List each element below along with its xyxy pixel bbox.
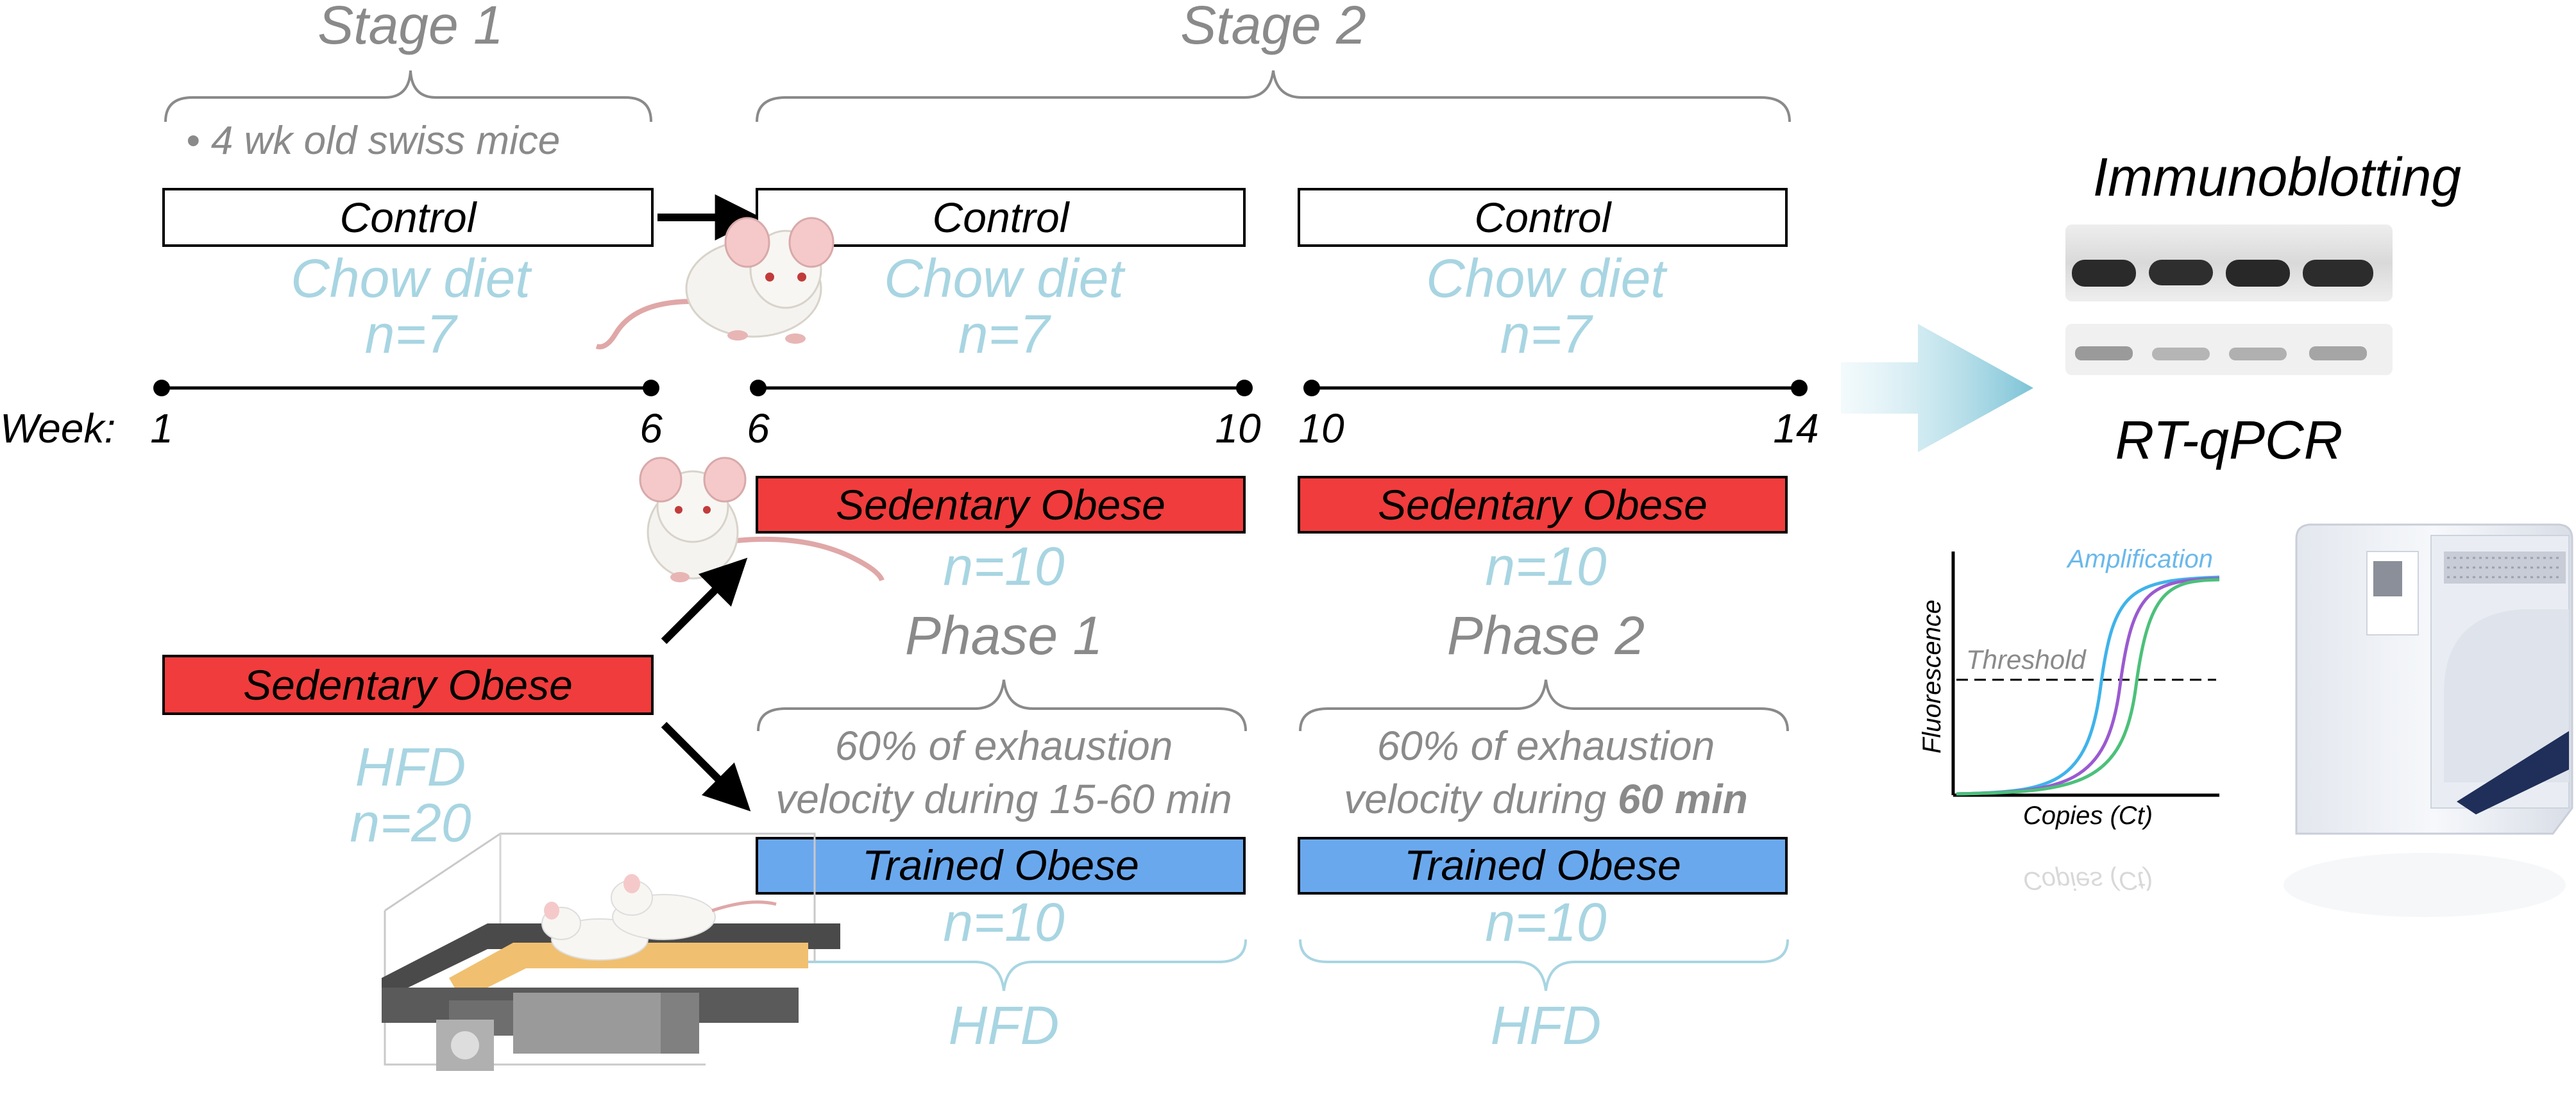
sedentary-label-phase1: Sedentary Obese (836, 481, 1165, 528)
trained-label-phase1: Trained Obese (862, 841, 1139, 889)
arrow-to-sedentary (661, 557, 748, 644)
rtqpcr-title: RT-qPCR (2115, 410, 2343, 470)
threshold-label: Threshold (1966, 644, 2087, 675)
week-tick: 10 (1298, 405, 1344, 451)
timeline-dot (1791, 380, 1808, 396)
n10-sedentary-phase2: n=10 (1485, 536, 1606, 596)
sedentary-box-stage1 (162, 655, 654, 715)
phase1-title: Phase 1 (905, 605, 1103, 666)
phase2-brace (1299, 679, 1789, 732)
week-tick: 1 (150, 405, 173, 451)
timeline-dot (1303, 380, 1320, 396)
hfd-label-phase1: HFD (949, 995, 1060, 1056)
n10-sedentary-phase1: n=10 (943, 536, 1064, 596)
copies-axis-label-reflection: Copies (Ct) (2023, 866, 2153, 895)
hfd-brace-phase2 (1299, 939, 1789, 991)
stage2-title: Stage 2 (1180, 0, 1366, 55)
control-box-phase2 (1298, 188, 1788, 247)
pcr-machine-image (2284, 523, 2573, 917)
stage1-note: • 4 wk old swiss mice (186, 119, 560, 163)
n7-label-phase1: n=7 (958, 304, 1052, 364)
n7-label-stage1: n=7 (365, 304, 459, 364)
control-label-phase1: Control (933, 194, 1071, 241)
control-box-phase1 (756, 188, 1246, 247)
mouse-illustration-sedentary (639, 457, 885, 582)
sedentary-box-phase1 (756, 476, 1246, 534)
timeline-dot (643, 380, 659, 396)
phase1-desc-line2: velocity during 15-60 min (775, 776, 1232, 822)
week-tick: 10 (1215, 405, 1261, 451)
sedentary-box-phase2 (1298, 476, 1788, 534)
n7-label-phase2: n=7 (1500, 304, 1594, 364)
trained-label-phase2: Trained Obese (1404, 841, 1681, 889)
n20-label-stage1: n=20 (350, 793, 471, 853)
timeline-dot (153, 380, 170, 396)
hfd-label-stage1: HFD (355, 737, 466, 797)
trained-box-phase2 (1298, 837, 1788, 895)
copies-axis-label: Copies (Ct) (2023, 802, 2153, 830)
western-blot-image (2065, 224, 2393, 375)
trained-box-phase1 (756, 837, 1246, 895)
mouse-illustration-control (595, 217, 835, 349)
phase1-desc-line1: 60% of exhaustion (835, 723, 1173, 769)
chow-label-stage1: Chow diet (291, 248, 532, 308)
sedentary-label-stage1: Sedentary Obese (243, 661, 573, 709)
treadmill-illustration (382, 832, 840, 1071)
hfd-label-phase2: HFD (1491, 995, 1602, 1056)
week-tick: 6 (747, 405, 770, 451)
n10-trained-phase2: n=10 (1485, 892, 1606, 952)
chow-label-phase2: Chow diet (1426, 248, 1668, 308)
result-arrow (1841, 324, 2033, 452)
control-label-phase2: Control (1475, 194, 1613, 241)
amplification-plot: Amplification Threshold Fluorescence Cop… (1918, 545, 2220, 895)
phase1-brace (757, 679, 1247, 732)
amplification-label: Amplification (2066, 545, 2213, 573)
week-tick: 6 (640, 405, 663, 451)
phase2-title: Phase 2 (1447, 605, 1645, 666)
n10-trained-phase1: n=10 (943, 892, 1064, 952)
control-label-stage1: Control (340, 194, 478, 241)
control-box-stage1 (162, 188, 654, 247)
sedentary-label-phase2: Sedentary Obese (1378, 481, 1707, 528)
immunoblotting-title: Immunoblotting (2093, 147, 2461, 207)
timeline-dot (750, 380, 767, 396)
stage1-title: Stage 1 (318, 0, 504, 55)
arrow-to-trained (661, 721, 751, 812)
fluorescence-axis-label: Fluorescence (1918, 600, 1946, 754)
chow-label-phase1: Chow diet (884, 248, 1126, 308)
phase2-desc-line2: velocity during 60 min (1344, 776, 1748, 822)
stage1-brace (164, 70, 652, 122)
week-label: Week: (0, 405, 115, 451)
timeline-dot (1236, 380, 1253, 396)
week-tick: 14 (1773, 405, 1818, 451)
phase2-desc-line1: 60% of exhaustion (1377, 723, 1715, 769)
stage2-brace (756, 70, 1791, 122)
